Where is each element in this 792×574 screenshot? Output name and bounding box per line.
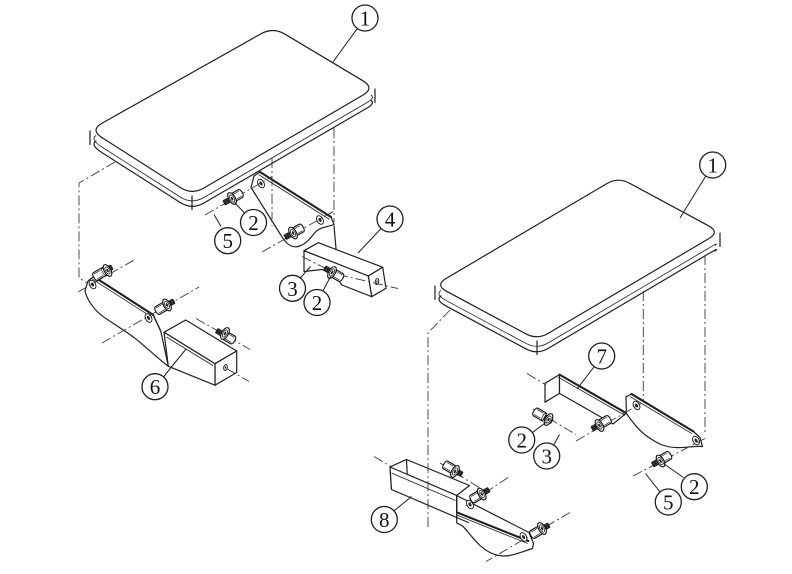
right-assembly — [389, 179, 721, 557]
callout-2-right-side: 2 — [508, 421, 547, 454]
callout-5-left: 5 — [213, 214, 242, 255]
callout-3-left: 3 — [278, 266, 311, 302]
callout-6-left: 6 — [141, 348, 187, 401]
svg-text:7: 7 — [596, 345, 607, 369]
svg-text:8: 8 — [379, 508, 390, 532]
lower-plate — [456, 494, 535, 557]
svg-text:1: 1 — [707, 154, 718, 178]
svg-text:3: 3 — [287, 277, 298, 301]
svg-text:2: 2 — [248, 211, 259, 235]
svg-text:2: 2 — [516, 429, 527, 453]
armrest-pad-left — [89, 29, 376, 211]
left-assembly — [84, 29, 387, 386]
channel-bracket-right — [544, 373, 704, 449]
channel-plate — [625, 393, 704, 449]
bar-tube-left — [163, 319, 238, 386]
callout-4-left: 4 — [357, 205, 404, 254]
pad-top-face — [95, 29, 370, 192]
callout-8-right: 8 — [370, 496, 412, 534]
lower-plate — [84, 276, 169, 367]
callout-2-left-side: 2 — [303, 276, 331, 317]
callout-5-right: 5 — [645, 473, 682, 516]
callout-7-right: 7 — [576, 342, 616, 390]
callout-1-left: 1 — [332, 4, 379, 63]
pad-top-face — [440, 179, 715, 338]
svg-text:6: 6 — [150, 375, 161, 399]
svg-text:2: 2 — [312, 291, 323, 315]
svg-text:2: 2 — [689, 475, 700, 499]
callout-1-right: 1 — [679, 151, 727, 219]
svg-text:1: 1 — [360, 7, 371, 31]
callout-2-left-upper: 2 — [234, 202, 268, 237]
svg-text:5: 5 — [222, 229, 233, 253]
armrest-pad-right — [434, 179, 721, 356]
upper-bracket-left — [250, 170, 387, 298]
svg-text:4: 4 — [385, 208, 396, 232]
bar-tube-right — [389, 458, 471, 524]
callout-2-right-lower: 2 — [663, 463, 708, 501]
bracket-arm-tube — [303, 242, 387, 298]
svg-text:5: 5 — [663, 491, 674, 515]
svg-text:3: 3 — [541, 445, 552, 469]
callout-3-right: 3 — [533, 434, 561, 470]
lower-bracket-right — [389, 458, 535, 557]
lower-bracket-left — [84, 275, 238, 386]
callouts: 1 2 5 4 3 2 6 — [141, 4, 727, 534]
